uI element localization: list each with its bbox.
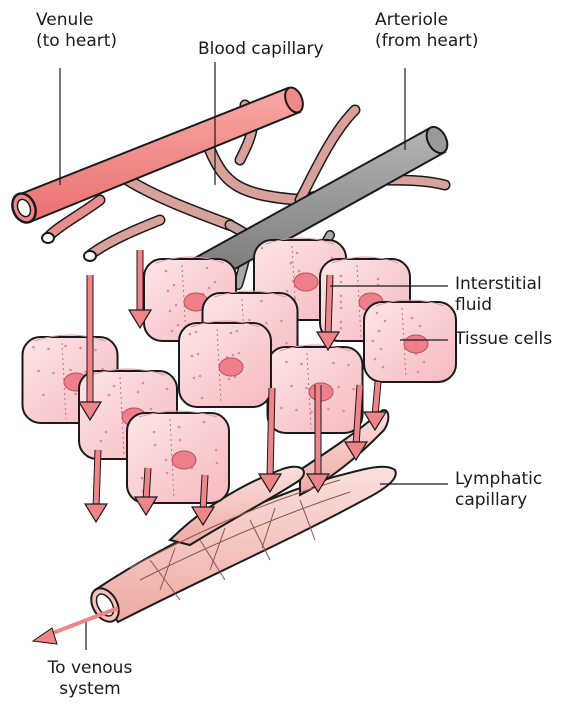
to-venous-arrowhead [33,628,57,644]
interstitial-fluid-label-line1: Interstitial [455,274,542,295]
interstitial-fluid-label-line2: fluid [455,295,542,316]
interstitial-fluid-label: Interstitial fluid [455,274,542,316]
cell-nucleus [294,273,318,291]
arteriole-label-line2: (from heart) [375,31,479,52]
blood-capillary-label: Blood capillary [198,39,324,60]
lymphatic-capillary-label-line1: Lymphatic [455,469,542,490]
flow-arrow [85,450,107,522]
to-venous-system-label: To venous system [30,658,150,700]
to-venous-system-label-line1: To venous [30,658,150,679]
lymphatic-capillary-label: Lymphatic capillary [455,469,542,511]
venule-vessel [8,85,306,226]
tissue-cell [364,300,456,382]
tissue-cell [127,411,229,503]
cell-nucleus [404,335,428,353]
cell-nucleus [219,358,243,376]
tissue-cells-label: Tissue cells [455,329,552,350]
lymphatic-capillary-label-line2: capillary [455,490,542,511]
cell-nucleus [172,451,196,469]
arteriole-label-line1: Arteriole [375,10,479,31]
venule-label-line1: Venule [36,10,117,31]
to-venous-system-label-line2: system [30,679,150,700]
venule-label: Venule (to heart) [36,10,117,52]
arteriole-label: Arteriole (from heart) [375,10,479,52]
tissue-cell [179,321,271,407]
venule-label-line2: (to heart) [36,31,117,52]
